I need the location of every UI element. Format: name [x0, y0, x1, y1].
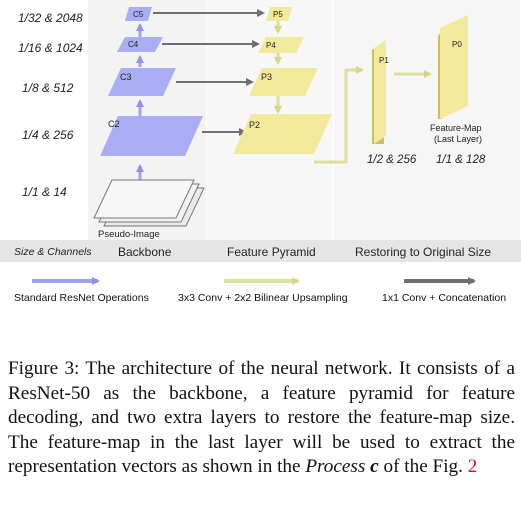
block-c3	[108, 68, 176, 96]
block-c5	[125, 7, 152, 21]
block-c3-label: C3	[120, 72, 132, 82]
arrow-p2-p1	[314, 66, 364, 164]
figure-caption: Figure 3: The architecture of the neural…	[8, 357, 515, 480]
section-label-pyramid: Feature Pyramid	[227, 245, 316, 259]
size-label-c5: 1/32 & 2048	[18, 11, 83, 25]
block-p5	[266, 7, 292, 21]
block-c4-label: C4	[128, 40, 139, 49]
size-label-c3: 1/8 & 512	[22, 81, 74, 95]
block-p0-label: P0	[452, 40, 462, 49]
block-c5-label: C5	[133, 10, 144, 19]
size-channels-header: Size & Channels	[14, 246, 92, 258]
legend-label-upsampling: 3x3 Conv + 2x2 Bilinear Upsampling	[178, 292, 348, 304]
caption-middle: of the Fig.	[378, 456, 468, 478]
header-band	[0, 240, 521, 262]
section-label-backbone: Backbone	[118, 245, 172, 259]
figure-reference-link[interactable]: 2	[467, 456, 478, 478]
legend-label-resnet: Standard ResNet Operations	[14, 292, 149, 304]
block-p4	[258, 37, 304, 53]
restore-section-bg	[334, 0, 520, 262]
caption-text: Figure 3: The architecture of the neural…	[8, 358, 515, 478]
block-p3-label: P3	[261, 72, 272, 82]
block-p2	[233, 114, 332, 154]
feature-map-label-line1: Feature-Map	[430, 123, 482, 133]
legend-label-concat: 1x1 Conv + Concatenation	[382, 292, 506, 304]
block-p0	[440, 15, 468, 119]
feature-map-label-line2: (Last Layer)	[434, 134, 482, 144]
size-label-input: 1/1 & 14	[22, 185, 67, 199]
pseudo-image-sheet-front	[93, 179, 195, 219]
section-label-restore: Restoring to Original Size	[355, 245, 491, 259]
block-c2-label: C2	[108, 119, 120, 129]
p1-size-label: 1/2 & 256	[367, 154, 417, 166]
size-label-c4: 1/16 & 1024	[18, 41, 83, 55]
block-p1	[374, 40, 386, 144]
caption-process-letter: c	[370, 456, 379, 478]
block-c2	[100, 116, 203, 156]
architecture-figure: 1/32 & 2048 1/16 & 1024 1/8 & 512 1/4 & …	[0, 0, 521, 304]
block-c4	[117, 37, 163, 52]
block-p4-label: P4	[266, 41, 276, 50]
p0-size-label: 1/1 & 128	[436, 154, 486, 166]
block-p1-label: P1	[379, 56, 389, 65]
block-p2-label: P2	[249, 120, 260, 130]
caption-process-word: Process	[305, 456, 366, 478]
block-p3	[249, 68, 318, 96]
size-label-c2: 1/4 & 256	[22, 128, 74, 142]
block-p5-label: P5	[273, 10, 283, 19]
pseudo-image-label: Pseudo-Image	[98, 229, 160, 240]
